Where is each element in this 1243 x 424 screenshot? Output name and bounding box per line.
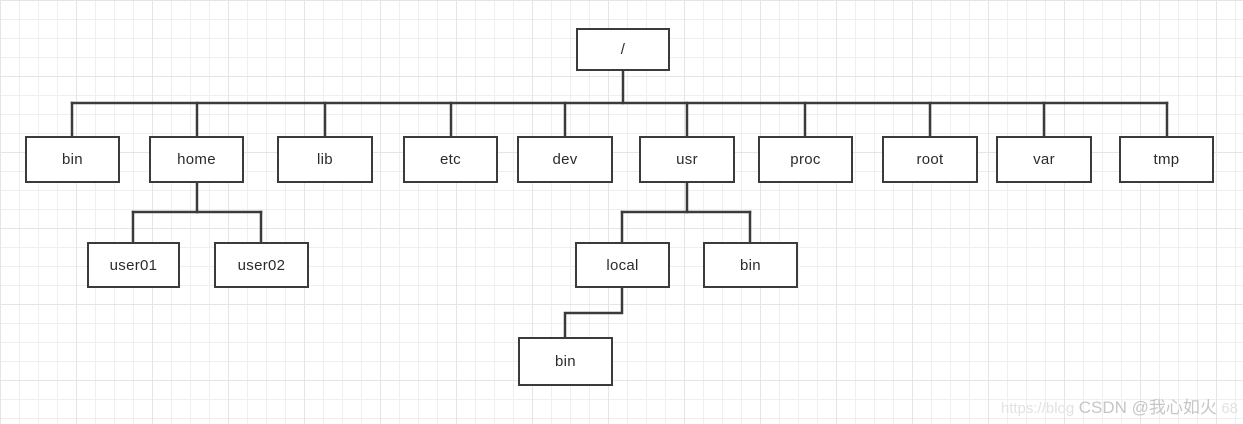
- tree-node-label: local: [606, 256, 639, 274]
- csdn-watermark: https://blog CSDN @我心如火 68: [1001, 398, 1238, 419]
- tree-node-label: etc: [440, 151, 461, 168]
- watermark-tail-text: 68: [1221, 400, 1238, 417]
- tree-node-label: user02: [237, 256, 286, 274]
- tree-node-label: bin: [740, 256, 761, 274]
- tree-node-local: local: [575, 242, 670, 288]
- watermark-handle-text: CSDN @我心如火: [1078, 398, 1217, 417]
- tree-node-user02: user02: [214, 242, 309, 288]
- tree-node-root-dir: root: [882, 136, 978, 183]
- tree-node-label: proc: [790, 151, 821, 168]
- connector-local-bin-elbow: [563, 286, 624, 339]
- tree-node-user01: user01: [87, 242, 180, 288]
- tree-node-var: var: [996, 136, 1092, 183]
- tree-node-usr-bin: bin: [703, 242, 798, 288]
- tree-node-label: user01: [109, 256, 158, 274]
- tree-node-home: home: [149, 136, 244, 183]
- tree-node-proc: proc: [758, 136, 853, 183]
- tree-node-dev: dev: [517, 136, 613, 183]
- tree-node-label: bin: [62, 151, 83, 168]
- tree-node-local-bin: bin: [518, 337, 613, 386]
- tree-node-tmp: tmp: [1119, 136, 1214, 183]
- tree-node-label: bin: [555, 353, 576, 370]
- tree-node-bin: bin: [25, 136, 120, 183]
- tree-node-label: lib: [317, 151, 333, 168]
- tree-node-label: /: [620, 41, 626, 58]
- tree-node-label: home: [177, 151, 216, 168]
- tree-node-etc: etc: [403, 136, 498, 183]
- tree-node-label: root: [916, 151, 944, 168]
- tree-node-label: tmp: [1153, 151, 1180, 168]
- tree-node-lib: lib: [277, 136, 373, 183]
- tree-node-usr: usr: [639, 136, 735, 183]
- watermark-url-text: https://blog: [1000, 400, 1075, 417]
- tree-node-label: dev: [552, 151, 578, 168]
- tree-node-root: /: [576, 28, 670, 71]
- tree-node-label: var: [1033, 151, 1055, 168]
- tree-node-label: usr: [676, 151, 698, 168]
